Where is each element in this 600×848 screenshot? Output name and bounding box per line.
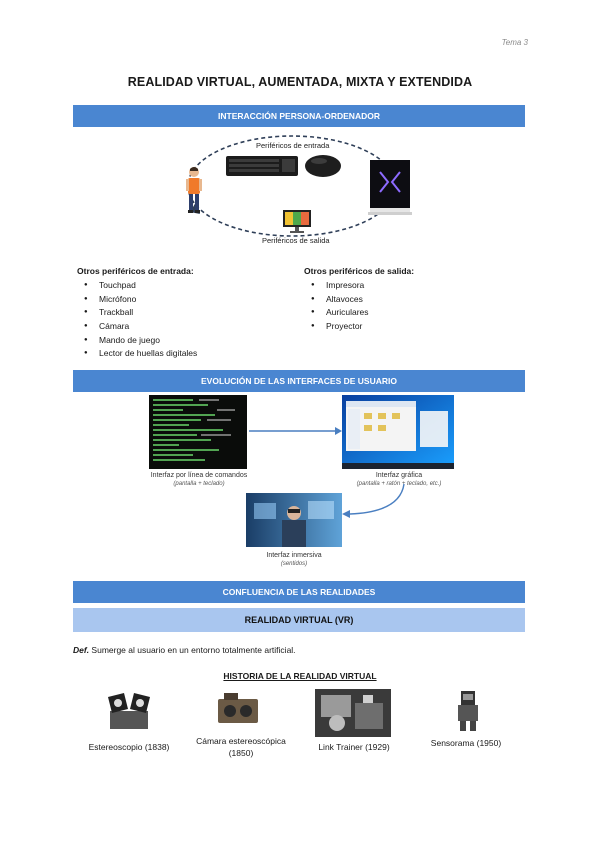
list-item: Cámara [77,320,197,334]
list-item: Micrófono [77,293,197,307]
other-output-list: Impresora Altavoces Auriculares Proyecto… [304,279,369,334]
list-item: Impresora [304,279,369,293]
list-item: Proyector [304,320,369,334]
history-label-stereo-camera: Cámara estereoscópica (1850) [196,736,286,758]
page-tag: Tema 3 [501,38,528,47]
immersive-label: Interfaz inmersiva [266,552,322,559]
monitor-icon [283,210,311,233]
immersive-sub: (sentidos) [280,561,308,567]
immersive-screenshot [246,493,342,547]
output-peripherals-label: Periféricos de salida [262,236,330,245]
list-item: Touchpad [77,279,197,293]
gui-label: Interfaz gráfica [375,472,423,479]
other-output-heading: Otros periféricos de salida: [304,266,415,276]
gui-sub: (pantalla + ratón + teclado, etc.) [356,481,442,487]
arrow-back-curve [342,483,405,518]
other-input-list: Touchpad Micrófono Trackball Cámara Mand… [77,279,197,361]
history-label-sensorama: Sensorama (1950) [430,738,502,748]
stereoscope-image [108,693,150,729]
definition-text: Sumerge al usuario en un entorno totalme… [89,645,296,655]
input-peripherals-label: Periféricos de entrada [256,141,330,150]
history-label-link-trainer: Link Trainer (1929) [318,742,390,752]
arrow-right [249,427,342,435]
definition: Def. Sumerge al usuario en un entorno to… [73,645,296,655]
gui-caption: Interfaz gráfica (pantalla + ratón + tec… [326,471,472,489]
other-input-heading: Otros periféricos de entrada: [77,266,194,276]
list-item: Lector de huellas digitales [77,347,197,361]
cli-sub: (pantalla + teclado) [173,481,225,487]
document-title: REALIDAD VIRTUAL, AUMENTADA, MIXTA Y EXT… [127,75,473,89]
computer-tower-icon [368,160,412,215]
history-label-stereoscope: Estereoscopio (1838) [88,742,170,752]
cli-caption: Interfaz por línea de comandos (pantalla… [129,471,269,489]
cli-screenshot [149,395,247,469]
keyboard-icon [226,156,298,176]
section-bar-interaccion: INTERACCIÓN PERSONA-ORDENADOR [73,105,525,127]
list-item: Altavoces [304,293,369,307]
immersive-caption: Interfaz inmersiva (sentidos) [234,551,354,569]
list-item: Trackball [77,306,197,320]
section-subbar-vr: REALIDAD VIRTUAL (VR) [73,608,525,632]
list-item: Mando de juego [77,334,197,348]
link-trainer-image [315,689,391,737]
stereo-camera-image [218,693,258,723]
list-item: Auriculares [304,306,369,320]
history-title: HISTORIA DE LA REALIDAD VIRTUAL [223,671,377,681]
sensorama-image [458,691,478,731]
section-bar-evolucion: EVOLUCIÓN DE LAS INTERFACES DE USUARIO [73,370,525,392]
person-icon [186,167,202,213]
definition-label: Def. [73,645,90,655]
mouse-icon [305,155,341,177]
gui-screenshot [342,395,454,469]
cli-label: Interfaz por línea de comandos [150,472,248,479]
section-bar-confluencia: CONFLUENCIA DE LAS REALIDADES [73,581,525,603]
